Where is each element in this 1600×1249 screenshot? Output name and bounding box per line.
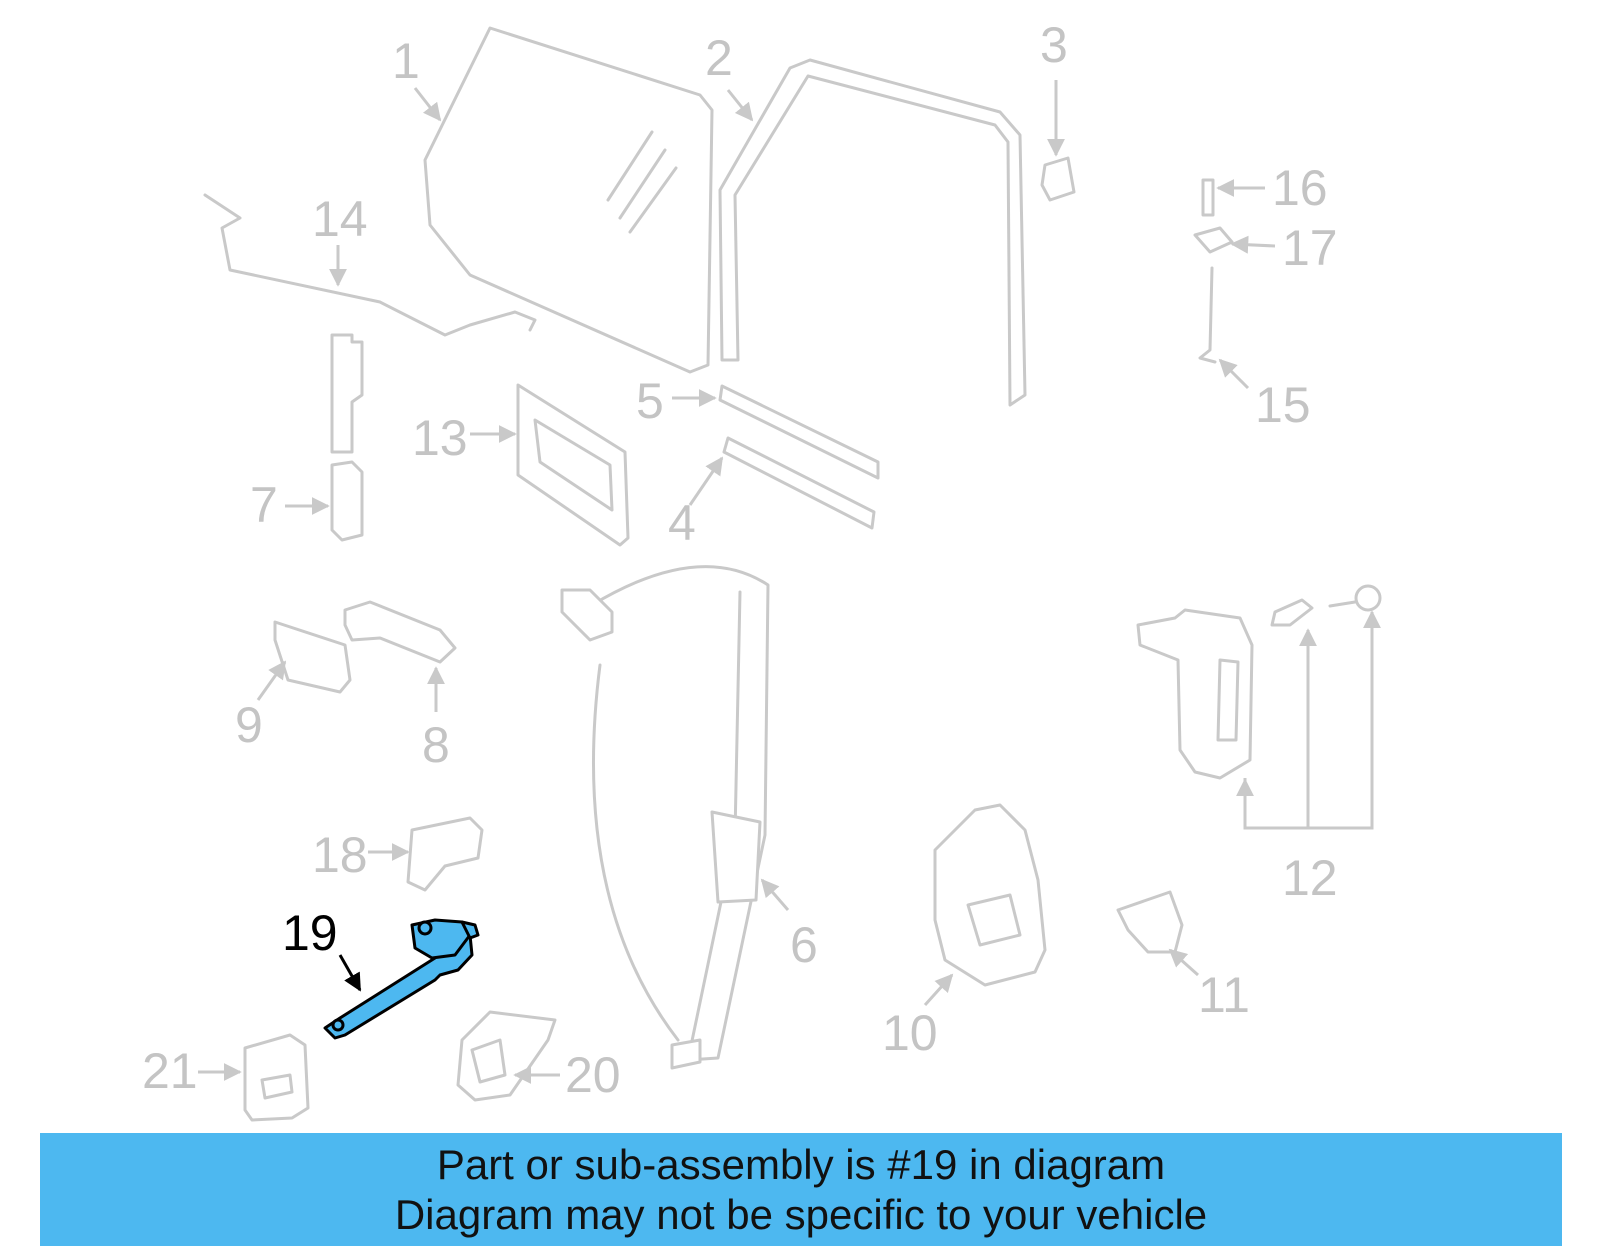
bracket-12	[1243, 612, 1374, 830]
callout-6: 6	[790, 917, 818, 973]
part-5-outer-weatherstrip[interactable]	[718, 384, 880, 480]
part-16-pin[interactable]	[1201, 178, 1215, 217]
callout-11: 11	[1198, 967, 1250, 1023]
part-13-handle-bezel[interactable]	[516, 383, 630, 547]
arrow-1	[413, 87, 442, 122]
callout-9: 9	[235, 697, 263, 753]
part-1-door-glass[interactable]	[423, 26, 714, 374]
arrow-6	[760, 878, 790, 911]
part-12-lock-set[interactable]	[1136, 584, 1382, 780]
arrow-15	[1218, 358, 1250, 390]
part-20-bumper[interactable]	[456, 1010, 557, 1102]
part-17-grommet[interactable]	[1193, 226, 1234, 254]
callout-8: 8	[422, 717, 450, 773]
callout-1: 1	[392, 33, 420, 89]
callout-16: 16	[1272, 160, 1328, 216]
part-15-lock-rod[interactable]	[1198, 266, 1217, 364]
part-4-inner-weatherstrip[interactable]	[722, 436, 876, 530]
arrow-11	[1168, 948, 1199, 977]
callout-3: 3	[1040, 17, 1068, 73]
info-banner: Part or sub-assembly is #19 in diagram D…	[40, 1133, 1562, 1246]
part-19-door-check[interactable]	[323, 918, 480, 1040]
callout-15: 15	[1255, 377, 1311, 433]
callout-10: 10	[882, 1005, 938, 1061]
part-7-hinge[interactable]	[330, 333, 364, 542]
callout-14: 14	[312, 191, 368, 247]
part-10-door-latch[interactable]	[933, 803, 1047, 987]
banner-line-1: Part or sub-assembly is #19 in diagram	[436, 1140, 1166, 1188]
callout-21: 21	[142, 1043, 198, 1099]
part-6-window-regulator[interactable]	[560, 565, 770, 1070]
arrow-17	[1230, 235, 1276, 254]
part-11-striker[interactable]	[1116, 890, 1184, 954]
part-3-clip[interactable]	[1040, 156, 1076, 202]
arrow-4	[688, 456, 724, 506]
part-18-bracket[interactable]	[406, 816, 484, 892]
callout-12: 12	[1282, 850, 1338, 906]
callout-20: 20	[565, 1047, 621, 1103]
arrow-2	[726, 89, 754, 122]
part-8-outside-handle[interactable]	[343, 600, 457, 664]
callout-18: 18	[312, 827, 368, 883]
callout-2: 2	[705, 30, 733, 86]
callout-5: 5	[636, 373, 664, 429]
banner-line-2: Diagram may not be specific to your vehi…	[394, 1190, 1208, 1238]
callout-7: 7	[250, 477, 278, 533]
arrow-9	[256, 660, 287, 701]
part-21-clip[interactable]	[243, 1033, 310, 1122]
callout-17: 17	[1282, 220, 1338, 276]
part-2-run-channel[interactable]	[718, 58, 1027, 407]
arrow-19	[338, 954, 362, 992]
arrow-10	[923, 973, 954, 1007]
callout-19: 19	[282, 905, 338, 961]
part-14-rod[interactable]	[203, 193, 537, 337]
part-9-handle-cap[interactable]	[273, 620, 352, 694]
callout-13: 13	[412, 410, 468, 466]
